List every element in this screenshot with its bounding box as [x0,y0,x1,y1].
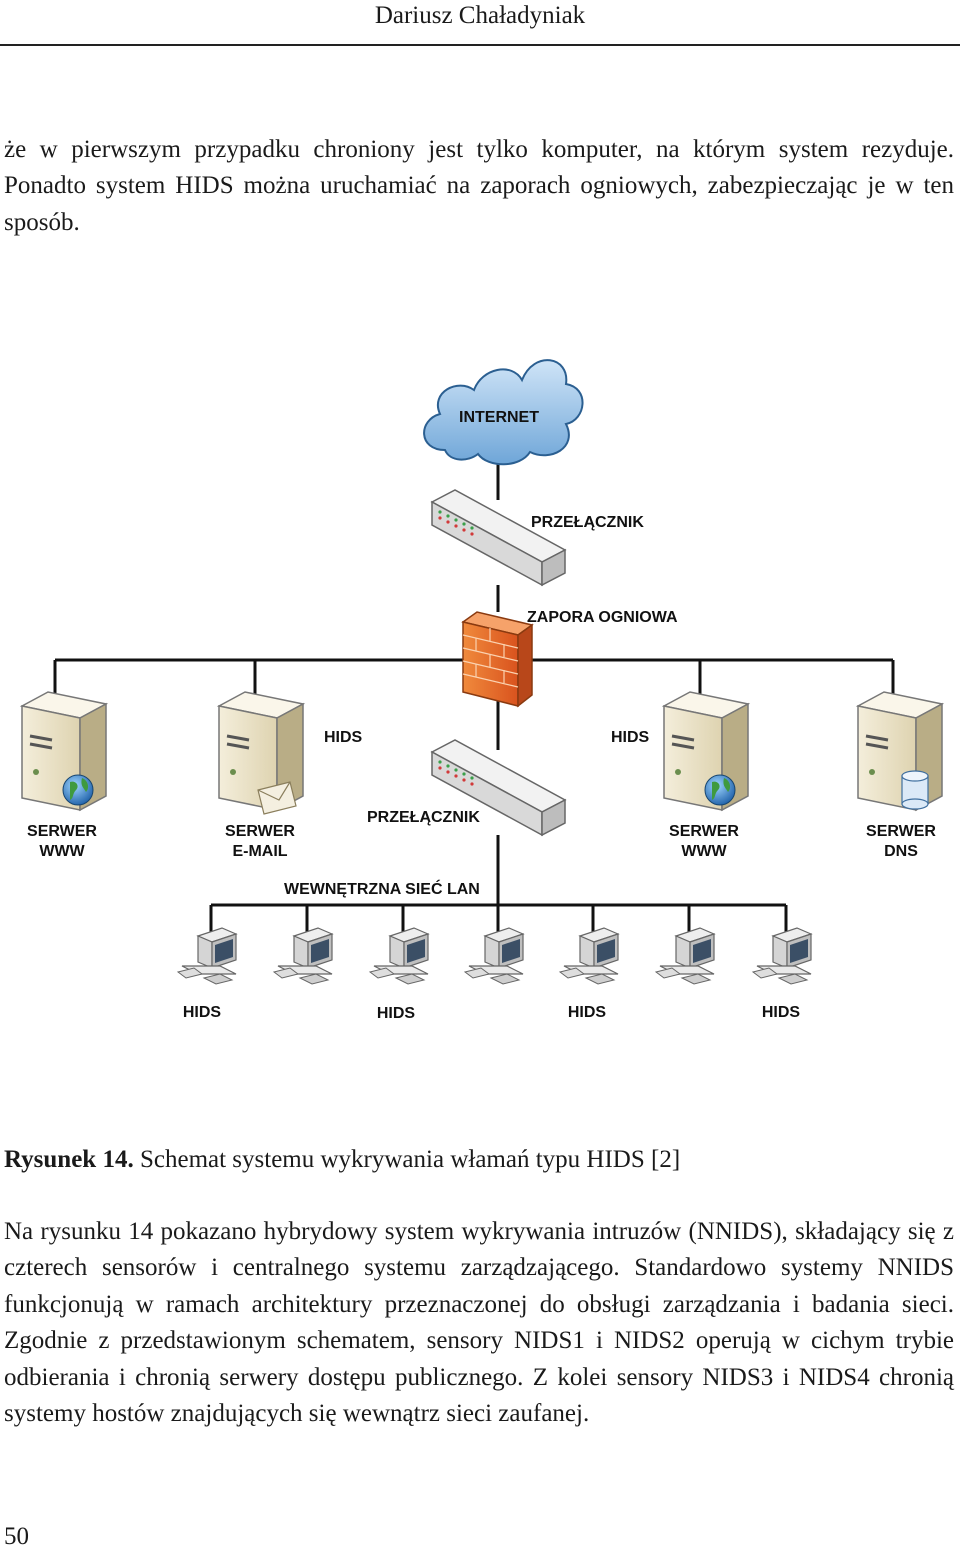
body-paragraph-2: Na rysunku 14 pokazano hybrydowy system … [4,1218,954,1428]
globe-icon [62,774,94,806]
workstation-icon [464,927,524,985]
host-hids-label-4: HIDS [762,1004,801,1021]
server-dns-sublabel: DNS [884,843,918,860]
page-number: 50 [4,1523,29,1550]
figure-caption: Rysunek 14. Schemat systemu wykrywania w… [4,1142,680,1178]
body-paragraph-1: że w pierwszym przypadku chroniony jest … [4,136,954,236]
switch-top-icon [430,489,567,587]
server-www-1-sublabel: WWW [39,843,85,860]
globe-icon [704,774,736,806]
server-dns [855,691,945,812]
hids-network-diagram: INTERNET PRZEŁĄCZNIK ZAPORA OGNIOWA HIDS… [19,359,945,1022]
server-www-2-sublabel: WWW [681,843,727,860]
hids-label-left: HIDS [324,729,363,746]
firewall-label: ZAPORA OGNIOWA [527,609,678,626]
lan-label: WEWNĘTRZNA SIEĆ LAN [284,879,480,898]
server-dns-label: SERWER [866,823,936,840]
server-www-1-label: SERWER [27,823,97,840]
switch-inner-label: PRZEŁĄCZNIK [367,809,480,826]
switch-inner-icon [430,739,567,837]
server-email-sublabel: E-MAIL [232,843,287,860]
figure-caption-label: Rysunek 14. [4,1146,134,1173]
server-email-label: SERWER [225,823,295,840]
workstation-icon [559,927,619,985]
host-hids-label-3: HIDS [568,1004,607,1021]
workstation-icon [176,927,238,985]
running-header: Dariusz Chaładyniak [374,2,586,29]
internet-label: INTERNET [459,409,539,426]
firewall-icon [461,611,534,708]
hids-label-right: HIDS [611,729,650,746]
server-www-2-label: SERWER [669,823,739,840]
figure-caption-text: Schemat systemu wykrywania włamań typu H… [133,1146,681,1173]
switch-top-label: PRZEŁĄCZNIK [531,514,644,531]
header-rule [0,44,960,46]
host-hids-label-1: HIDS [183,1004,222,1021]
host-hids-label-2: HIDS [377,1005,416,1022]
workstation-icon [655,927,715,985]
workstation-icon [752,927,812,985]
internet-cloud-icon [423,359,584,466]
envelope-icon [257,781,297,815]
workstation-icon [369,927,429,985]
workstation-icon [273,927,333,985]
database-icon [901,770,929,810]
